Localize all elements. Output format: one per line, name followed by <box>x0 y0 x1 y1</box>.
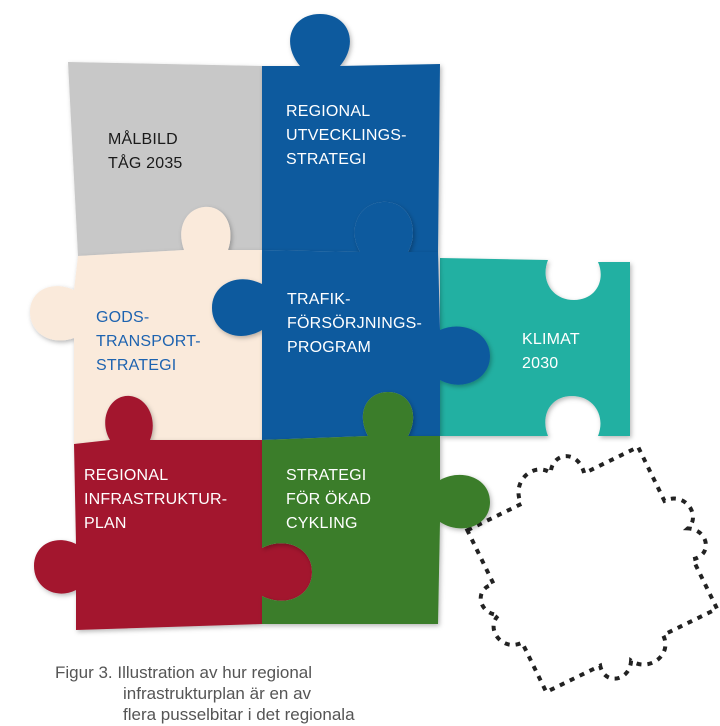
figure-caption: Figur 3. Illustration av hur regional in… <box>55 662 475 725</box>
label-infra: REGIONAL INFRASTRUKTUR- PLAN <box>84 467 228 532</box>
piece-cykling <box>262 392 490 624</box>
label-gods: GODS- TRANSPORT- STRATEGI <box>96 309 201 374</box>
piece-utveckling <box>262 14 440 252</box>
label-trafik: TRAFIK- FÖRSÖRJNINGS- PROGRAM <box>287 291 423 356</box>
label-utveckling: REGIONAL UTVECKLINGS- STRATEGI <box>286 103 407 168</box>
label-klimat: KLIMAT 2030 <box>522 331 580 372</box>
piece-infra <box>34 395 312 630</box>
piece-malbild <box>68 62 262 256</box>
caption-line-3: flera pusselbitar i det regionala <box>123 705 355 724</box>
caption-line-1: Figur 3. Illustration av hur regional <box>55 663 313 682</box>
empty-piece-outline <box>464 444 720 695</box>
label-cykling: STRATEGI FÖR ÖKAD CYKLING <box>286 467 372 532</box>
piece-gods <box>30 206 262 444</box>
label-malbild: MÅLBILD TÅG 2035 <box>108 131 183 172</box>
caption-line-2: infrastrukturplan är en av <box>123 684 312 703</box>
piece-trafik <box>212 201 490 440</box>
piece-klimat <box>440 258 630 436</box>
